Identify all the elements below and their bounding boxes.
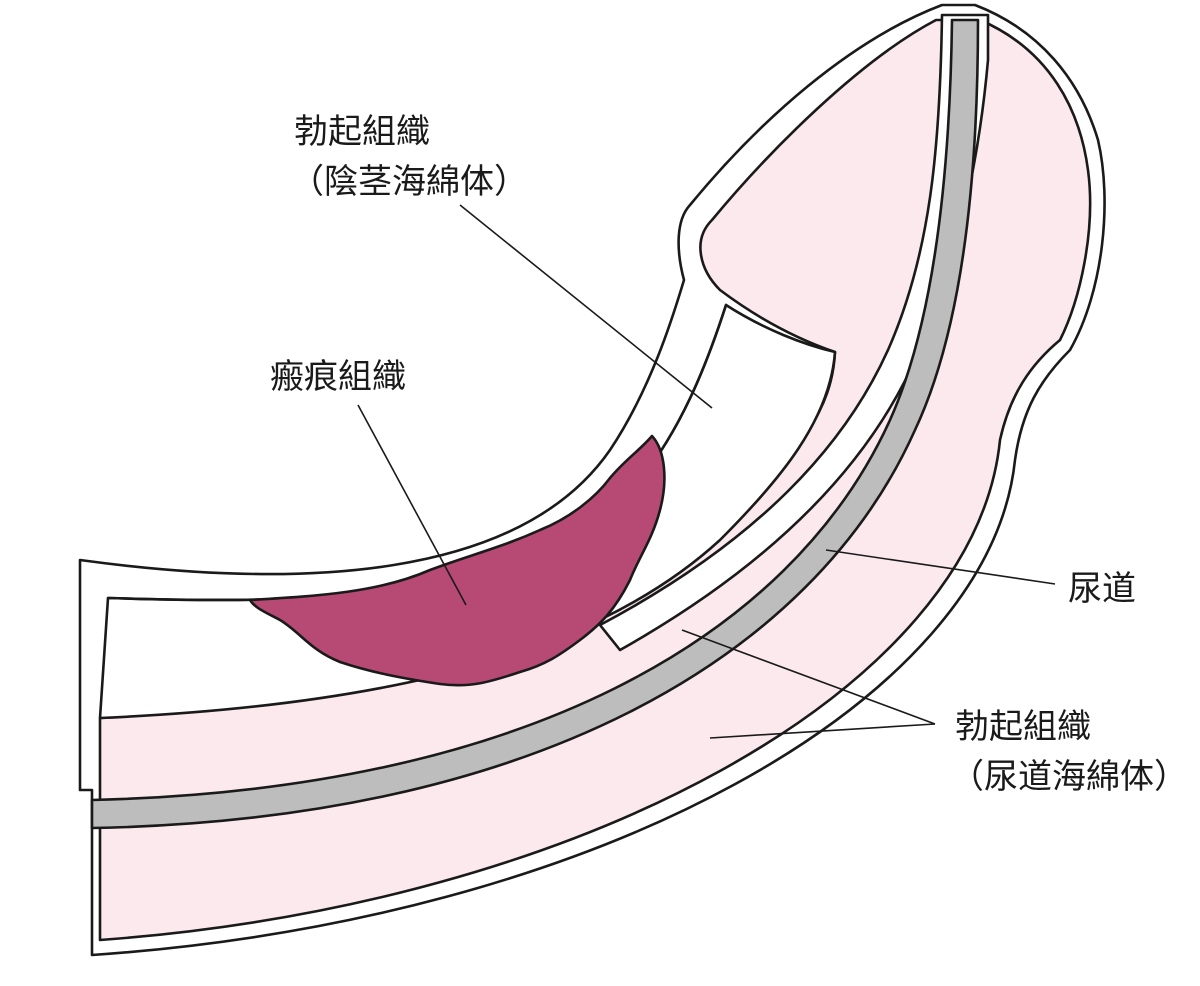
label-corpus-spongiosum-2: （尿道海綿体） (950, 757, 1188, 797)
urethra-channel (90, 18, 980, 830)
leader-corpus-cavernosum (459, 204, 713, 409)
leader-spongiosum-a (681, 629, 936, 725)
leader-scar-tissue (357, 404, 467, 606)
leader-urethra (825, 549, 1056, 585)
scar-tissue-plaque (248, 434, 666, 687)
label-corpus-spongiosum-1: 勃起組織 (955, 707, 1091, 747)
label-corpus-cavernosum-2: （陰茎海綿体） (290, 162, 528, 202)
label-corpus-cavernosum-1: 勃起組織 (294, 112, 430, 152)
label-urethra: 尿道 (1068, 569, 1136, 609)
leader-spongiosum-b (709, 723, 936, 739)
label-scar-tissue: 瘢痕組織 (270, 357, 406, 397)
